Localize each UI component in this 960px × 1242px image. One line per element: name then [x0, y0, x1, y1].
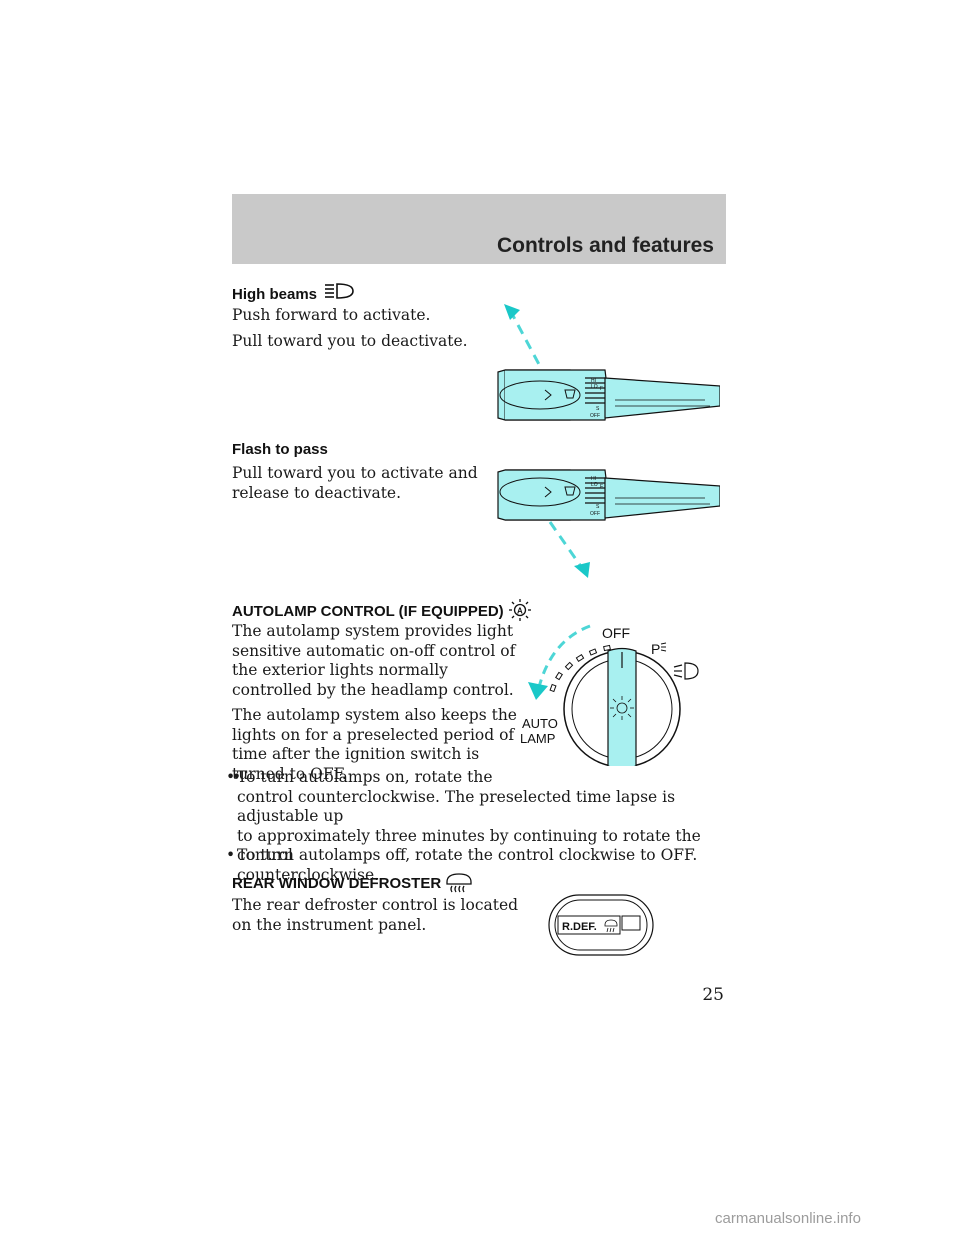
headlamp-dial-diagram: OFF P AUTO LAMP — [520, 624, 699, 766]
stalk-lo-label: LO — [591, 384, 598, 390]
bullet-symbol: • — [232, 768, 242, 786]
ccw-arrow-head — [528, 682, 548, 700]
dial-light-symbol — [610, 696, 634, 720]
autolamp-bullet-1-line-4: counterclockwise. — [237, 865, 380, 884]
watermark: carmanualsonline.info — [715, 1210, 861, 1227]
stalk2-s-label: S — [596, 504, 600, 510]
svg-text:A: A — [517, 607, 523, 616]
defroster-button-label: R.DEF. — [562, 921, 597, 933]
defroster-button-diagram: R.DEF. — [548, 894, 654, 956]
autolamp-para1-line-2: sensitive automatic on-off control of — [232, 641, 516, 660]
dial-lamp-label: LAMP — [520, 731, 555, 746]
autolamp-heading: AUTOLAMP CONTROL (IF EQUIPPED) A — [232, 598, 532, 622]
dial-detent-marks — [549, 644, 611, 693]
high-beam-stalk-diagram: HI LO F S OFF — [497, 304, 720, 421]
autolamp-bullet-2: To turn autolamps off, rotate the contro… — [237, 846, 698, 864]
headlamp-on-icon — [673, 662, 699, 680]
park-lamp-icon — [660, 642, 667, 652]
defroster-heading-text: REAR WINDOW DEFROSTER — [232, 875, 442, 892]
stalk2-lo-label: LO — [591, 482, 598, 488]
push-arrow-head — [504, 304, 520, 320]
rear-defroster-icon — [446, 873, 472, 893]
stalk-hi-label: HI — [591, 378, 596, 384]
autolamp-para2-line-3: time after the ignition switch is — [232, 745, 480, 763]
autolamp-para2-line-4: turned to OFF. — [232, 764, 347, 783]
autolamp-icon: A — [508, 599, 531, 621]
high-beams-line-1: Push forward to activate. — [232, 306, 431, 324]
pull-arrow-head — [574, 562, 590, 578]
bullet-2-symbol: • — [226, 846, 236, 864]
flash-to-pass-stalk-diagram: HI LO F S OFF — [497, 469, 720, 578]
autolamp-para1-line-1: The autolamp system provides light — [232, 622, 514, 640]
high-beams-heading-text: High beams — [232, 286, 318, 303]
bullet-1-symbol: • — [226, 768, 236, 786]
defroster-indicator-lamp — [621, 915, 641, 931]
stalk2-hi-label: HI — [591, 476, 596, 482]
flash-to-pass-heading: Flash to pass — [232, 441, 328, 458]
autolamp-para1-line-4: controlled by the headlamp control. — [232, 680, 514, 699]
autolamp-heading-text: AUTOLAMP CONTROL (IF EQUIPPED) — [232, 603, 504, 620]
flash-to-pass-line-2: release to deactivate. — [232, 483, 402, 502]
defroster-line-1: The rear defroster control is located — [232, 896, 519, 914]
defroster-heading: REAR WINDOW DEFROSTER — [232, 872, 473, 894]
pull-arrow-shaft — [548, 521, 584, 569]
section-title: Controls and features — [496, 234, 714, 257]
header-band — [232, 194, 726, 264]
high-beams-heading: High beams — [232, 282, 356, 303]
autolamp-para2-line-2: lights on for a preselected period of — [232, 725, 515, 744]
defroster-line-2: on the instrument panel. — [232, 915, 427, 934]
stalk2-off-label: OFF — [590, 511, 600, 517]
dial-auto-label: AUTO — [522, 716, 558, 731]
stalk-f-label: F — [600, 386, 603, 392]
stalk-off-label: OFF — [590, 413, 600, 419]
flash-to-pass-line-1: Pull toward you to activate and — [232, 464, 478, 482]
autolamp-para1-line-3: the exterior lights normally — [232, 661, 448, 679]
stalk-s-label: S — [596, 406, 600, 412]
ccw-arrow-shaft — [536, 624, 591, 692]
high-beams-line-2: Pull toward you to deactivate. — [232, 331, 468, 350]
dial-off-label: OFF — [602, 625, 630, 641]
high-beam-icon — [325, 283, 355, 299]
autolamp-bullet-1-line-2: control counterclockwise. The preselecte… — [237, 787, 676, 826]
autolamp-para2-line-1: The autolamp system also keeps the — [232, 706, 517, 724]
stalk2-f-label: F — [600, 484, 603, 490]
push-arrow-shaft — [508, 309, 544, 371]
autolamp-bullet-1-line-1: To turn autolamps on, rotate the — [237, 768, 493, 786]
autolamp-bullet-1-line-3: to approximately three minutes by contin… — [237, 826, 701, 865]
defroster-button-icon — [604, 919, 618, 933]
dial-park-label: P — [651, 641, 660, 657]
page-number: 25 — [702, 985, 724, 1005]
